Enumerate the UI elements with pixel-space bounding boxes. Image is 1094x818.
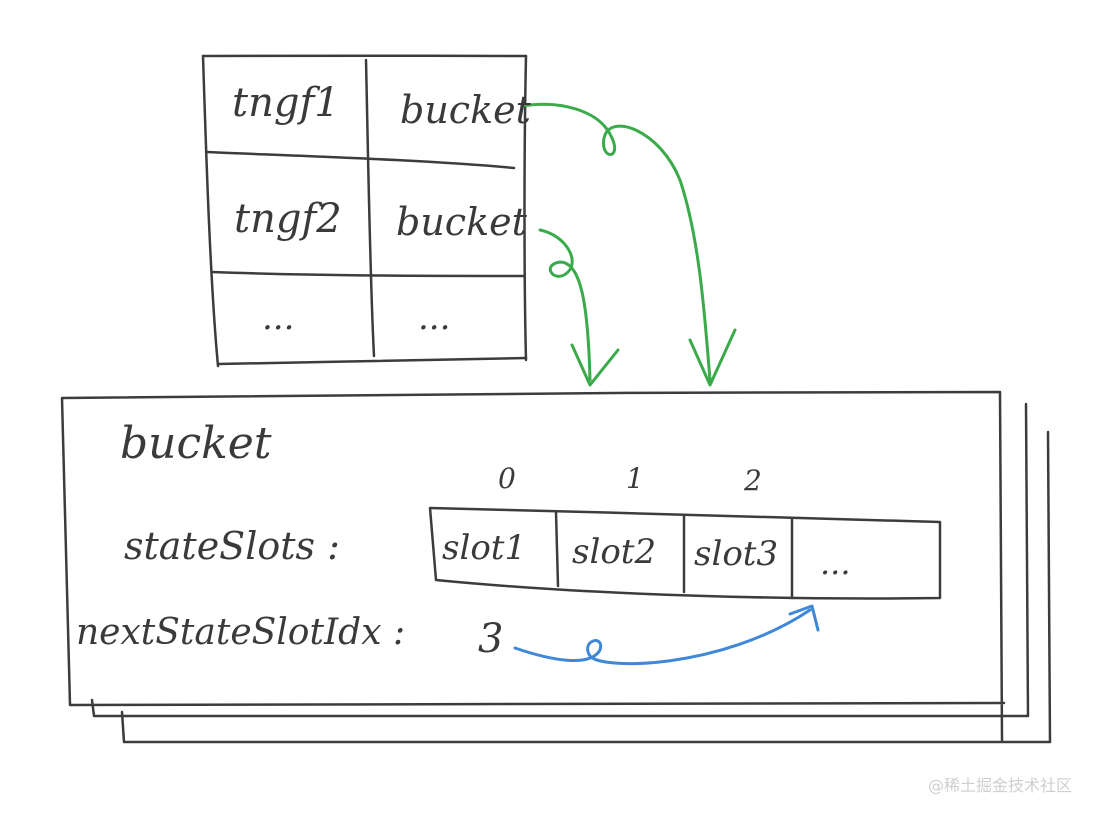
table-row-3-value: ... [418, 298, 451, 338]
slot-index-1: 1 [626, 462, 644, 495]
green-arrow-2 [538, 228, 620, 387]
slot-index-0: 0 [498, 462, 516, 495]
watermark-text: @稀土掘金技术社区 [927, 776, 1072, 795]
slot-index-2: 2 [744, 464, 762, 497]
state-slots-label: stateSlots : [124, 524, 340, 568]
state-slots-array [428, 506, 942, 600]
table-row-2-key: tngf2 [234, 196, 342, 242]
table-row-3-key: ... [262, 298, 295, 338]
table-row-1-value: bucket [400, 88, 531, 132]
blue-arrow [513, 604, 820, 666]
table-row-1-key: tngf1 [232, 80, 340, 126]
hash-table-grid [201, 54, 528, 368]
green-arrow-1 [520, 102, 737, 387]
slot-cell-3: slot3 [694, 534, 779, 574]
bucket-frame [60, 390, 1006, 742]
next-idx-value: 3 [478, 616, 504, 662]
slot-cell-1: slot1 [442, 528, 527, 568]
table-row-2-value: bucket [396, 200, 527, 244]
next-idx-label: nextStateSlotIdx : [76, 612, 406, 653]
slot-cell-more: ... [820, 544, 851, 582]
bucket-stack-back [90, 402, 1052, 744]
slot-cell-2: slot2 [572, 532, 657, 572]
bucket-title: bucket [120, 418, 272, 469]
